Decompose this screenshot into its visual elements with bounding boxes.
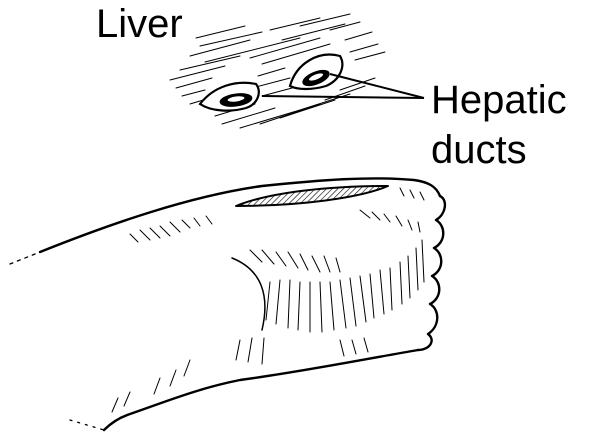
hepatic-ducts-label-line1: Hepatic bbox=[431, 80, 567, 120]
hepatic-ducts-label-line2: ducts bbox=[431, 130, 527, 170]
hepatic-duct-left bbox=[200, 83, 259, 111]
liver-surface bbox=[170, 14, 385, 128]
hepatic-duct-right bbox=[290, 55, 342, 89]
label-leader-lines bbox=[262, 74, 424, 98]
enterotomy-opening bbox=[236, 186, 388, 206]
jejunal-limb bbox=[10, 178, 445, 430]
liver-label: Liver bbox=[96, 4, 183, 44]
